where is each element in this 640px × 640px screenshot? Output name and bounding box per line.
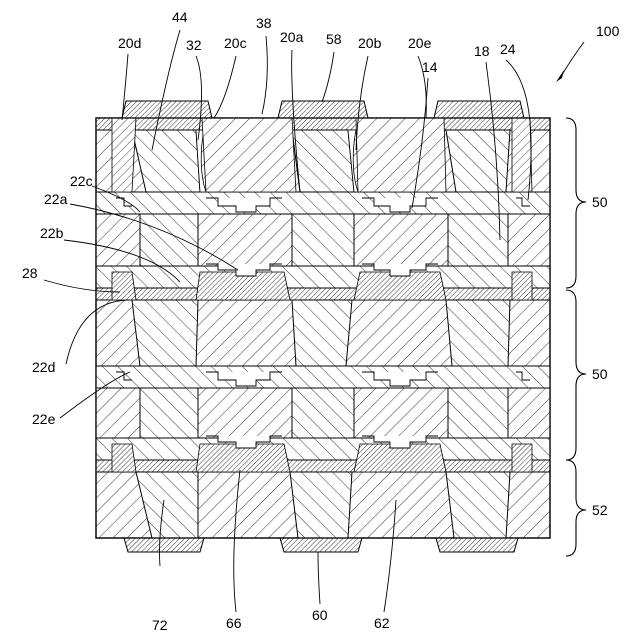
label-32: 32: [186, 37, 202, 53]
adhesive-layer-1: [96, 192, 550, 214]
resist-layer-3: [96, 460, 550, 472]
label-20c: 20c: [224, 35, 247, 51]
label-22a: 22a: [44, 191, 68, 207]
adhesive-layer-4: [96, 438, 550, 460]
label-20b: 20b: [358, 35, 382, 51]
label-20a: 20a: [280, 29, 304, 45]
resist-layer-2: [96, 288, 550, 300]
top-pads: [122, 101, 524, 118]
label-22b: 22b: [40, 225, 64, 241]
label-66: 66: [226, 615, 242, 631]
label-22d: 22d: [32, 359, 55, 375]
bracket-50-upper: [566, 118, 586, 288]
label-58: 58: [326, 31, 342, 47]
vias-band-2: [132, 300, 510, 366]
top-resist-layer: [96, 118, 550, 130]
vias-band-3: [136, 472, 510, 538]
bottom-pads: [124, 538, 518, 552]
label-14: 14: [422, 59, 438, 75]
bracket-50-lower: [566, 290, 586, 460]
label-24: 24: [500, 41, 516, 57]
label-22c: 22c: [70, 173, 93, 189]
label-28: 28: [22, 265, 38, 281]
label-22e: 22e: [32, 411, 56, 427]
label-20e: 20e: [408, 35, 432, 51]
label-18: 18: [474, 43, 490, 59]
label-50-lower: 50: [592, 366, 608, 382]
label-figure-ref: 100: [596, 23, 620, 39]
label-62: 62: [374, 615, 390, 631]
label-72: 72: [152, 617, 168, 633]
label-50-upper: 50: [592, 194, 608, 210]
core-vias-lower: [140, 388, 508, 438]
adhesive-layer-3: [96, 366, 550, 388]
label-44: 44: [172, 9, 188, 25]
core-vias-upper: [140, 214, 508, 266]
label-60: 60: [312, 607, 328, 623]
label-38: 38: [256, 15, 272, 31]
label-20d: 20d: [118, 35, 141, 51]
label-52: 52: [592, 502, 608, 518]
bracket-52: [566, 460, 586, 556]
